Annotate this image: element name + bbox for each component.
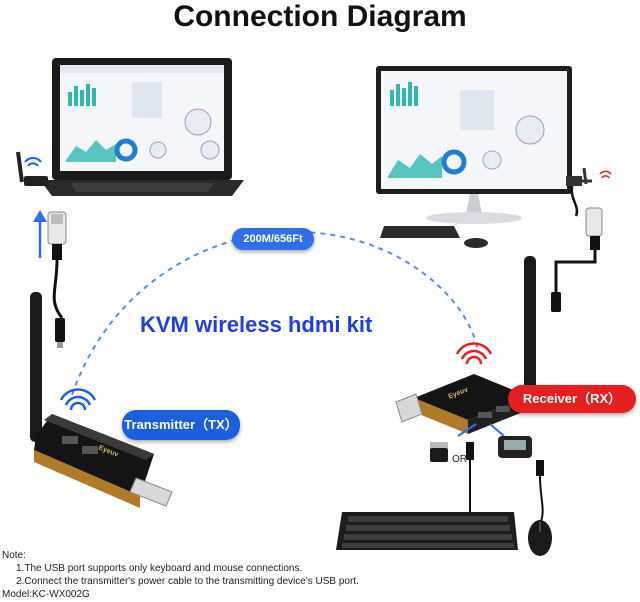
model-number: Model:KC-WX002G [2,589,90,600]
laptop-usb-dongle [16,151,48,186]
monitor-icon [376,66,572,224]
mouse-icon [528,520,552,556]
receiver-badge: Receiver（RX） [508,385,636,413]
rx-wifi-signal-icon [455,342,493,365]
rx-usb-cable [551,185,603,312]
mouse-cable [536,460,544,525]
laptop-icon [40,58,244,196]
note-item: 1.The USB port supports only keyboard an… [16,563,303,574]
mouse-mini-icon [464,238,488,248]
kit-label: KVM wireless hdmi kit [140,312,373,337]
wifi-signal-icon [24,157,42,167]
keyboard-mini-icon [380,226,460,238]
tx-wifi-signal-icon [59,388,97,411]
notes-heading: Note: [2,550,26,561]
usb-nano-receiver-icon [430,442,448,462]
keyboard-icon [336,512,518,550]
rx-wifi-mini-icon [599,170,612,179]
usb-adapter-icon [498,436,532,458]
port-pointer-arrow-left [457,423,477,437]
tx-usb-cable [47,211,67,348]
note-item: 2.Connect the transmitter's power cable … [16,576,359,587]
port-pointer-arrow-right [489,423,505,437]
arrow-up-icon [33,210,47,258]
distance-badge: 200M/656Ft [232,228,314,250]
notes-section: Note: 1.The USB port supports only keybo… [2,549,359,601]
page-title: Connection Diagram [173,0,467,33]
transmitter-badge: Transmitter（TX） [122,410,240,440]
transmitter-device-icon [30,292,173,508]
keyboard-cable [466,442,474,512]
or-label: OR [452,454,467,465]
monitor-hdmi-plug [566,167,592,186]
receiver-device-icon [395,256,536,434]
